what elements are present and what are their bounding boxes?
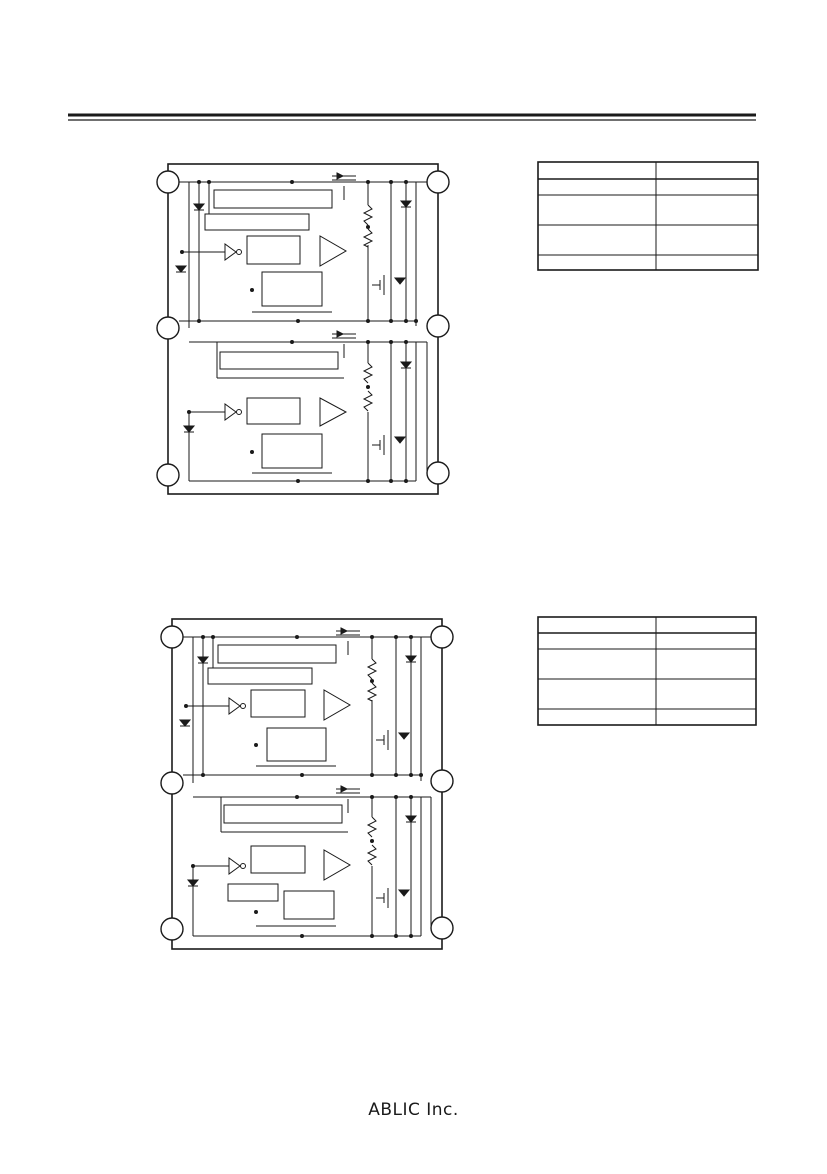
header-rule [68, 113, 756, 121]
pin-circle [156, 316, 180, 340]
pin-circle [160, 625, 184, 649]
pin-circle [430, 916, 454, 940]
pin-circle [160, 917, 184, 941]
company-logo-text: ABLIC Inc. [368, 1100, 459, 1120]
pin-circle [426, 170, 450, 194]
channel-2 [186, 785, 432, 938]
channel-2 [182, 330, 428, 483]
pin-circle [430, 625, 454, 649]
channel-1 [178, 627, 431, 783]
pin-table-1 [537, 161, 759, 271]
channel-1 [174, 172, 427, 328]
pin-circle [156, 463, 180, 487]
pin-table-2 [537, 616, 757, 726]
pin-circle [156, 170, 180, 194]
block-diagram-1 [156, 163, 450, 495]
pin-circle [430, 769, 454, 793]
pin-circle [426, 314, 450, 338]
block-diagram-2 [160, 618, 454, 950]
pin-circle [160, 771, 184, 795]
pin-circle [426, 461, 450, 485]
